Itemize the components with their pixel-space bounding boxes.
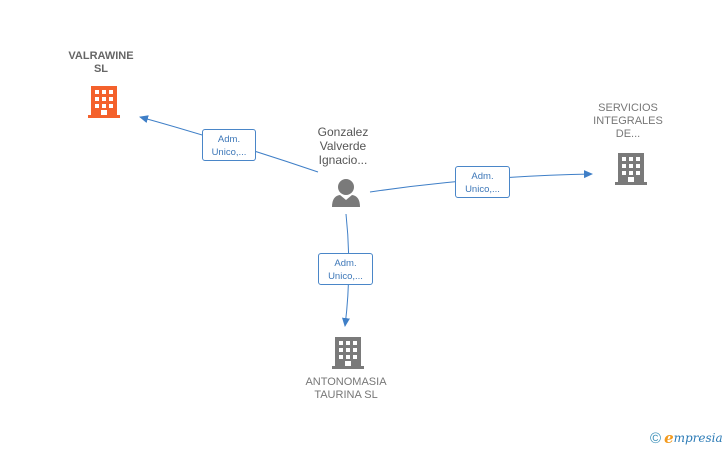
copyright-icon: © [650, 429, 662, 447]
edge-label-line1: Adm. [471, 171, 494, 182]
edge-label-line2: Unico,... [211, 147, 247, 158]
node-label-valrawine[interactable]: VALRAWINE SL [68, 50, 134, 75]
node-label-servicios[interactable]: SERVICIOS INTEGRALES DE... [593, 102, 663, 140]
node-label-antonomasia[interactable]: ANTONOMASIA TAURINA SL [305, 376, 387, 401]
edge-label-antonomasia[interactable]: Adm. Unico,... [318, 253, 373, 285]
building-icon[interactable] [332, 337, 364, 369]
edge-label-line1: Adm. [334, 258, 357, 269]
building-icon[interactable] [88, 86, 120, 118]
edge-label-valrawine[interactable]: Adm. Unico,... [202, 129, 256, 161]
building-icon[interactable] [615, 153, 647, 185]
person-icon[interactable] [332, 179, 360, 207]
edge-label-line2: Unico,... [465, 184, 500, 195]
edge-label-line1: Adm. [217, 134, 241, 145]
empresia-watermark: © e mpresia [650, 428, 723, 448]
edge-label-servicios[interactable]: Adm. Unico,... [455, 166, 510, 198]
edge-label-line2: Unico,... [328, 271, 363, 282]
node-label-center-person[interactable]: Gonzalez Valverde Ignacio... [317, 125, 369, 167]
brand-initial: e [664, 429, 674, 447]
brand-name: mpresia [673, 431, 723, 445]
